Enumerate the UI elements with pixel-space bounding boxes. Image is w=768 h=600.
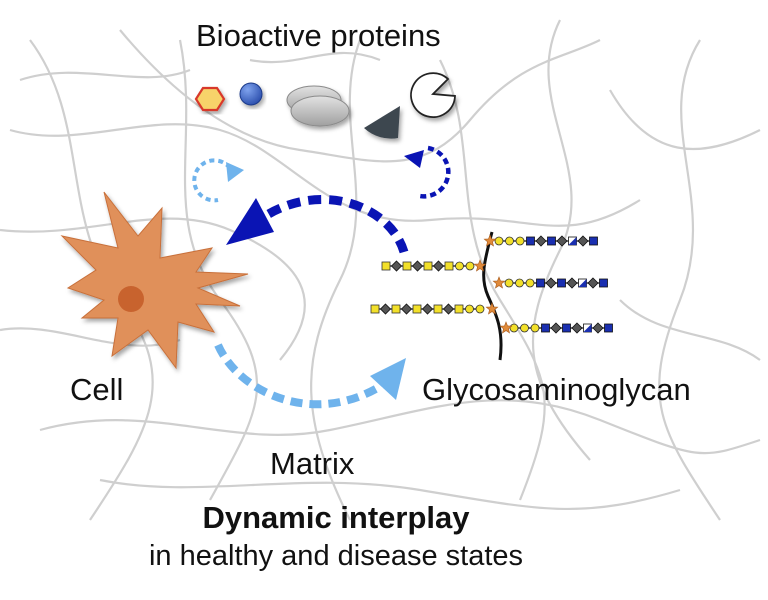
wedge-icon (364, 106, 400, 139)
label-bioactive-proteins: Bioactive proteins (196, 18, 441, 53)
sugar-square-blue (536, 278, 545, 288)
sugar-circle-yellow (520, 323, 529, 333)
sugar-diamond (421, 303, 434, 315)
sugar-diamond (411, 260, 424, 272)
cell-icon (60, 191, 249, 370)
sugar-square-yellow (412, 304, 422, 314)
sugar-square-half (578, 278, 587, 288)
sugar-square-blue (589, 236, 598, 246)
linker-star (499, 321, 513, 334)
pacman-icon (410, 72, 456, 118)
label-cell: Cell (70, 372, 124, 407)
sugar-square-yellow (402, 261, 412, 271)
sugar-square-blue (604, 323, 613, 333)
sugar-circle-yellow (465, 261, 475, 271)
title-dynamic-interplay: Dynamic interplay (202, 500, 470, 535)
sugar-square-blue (562, 323, 571, 333)
sugar-diamond (379, 303, 392, 315)
sugar-square-yellow (381, 261, 391, 271)
sugar-square-yellow (433, 304, 443, 314)
sugar-square-half (583, 323, 592, 333)
sugar-circle-yellow (505, 236, 514, 246)
hexagon-icon (194, 86, 226, 112)
light-blue-arrow (214, 343, 406, 409)
protein-row (194, 72, 456, 139)
sugar-diamond (400, 303, 413, 315)
sugar-circle-yellow (504, 278, 514, 288)
sugar-circle-yellow (530, 323, 540, 333)
sugar-diamond (535, 235, 547, 247)
sugar-square-yellow (454, 304, 464, 314)
sugar-square-yellow (444, 261, 454, 271)
cell-nucleus (118, 286, 144, 312)
label-glycosaminoglycan: Glycosaminoglycan (422, 372, 691, 407)
sugar-circle-yellow (515, 278, 524, 288)
sugar-diamond (390, 260, 403, 272)
label-matrix: Matrix (270, 446, 355, 481)
sugar-circle-yellow (515, 236, 525, 246)
matrix-fibers (0, 19, 761, 521)
linker-star (492, 276, 506, 289)
subtitle-healthy-disease: in healthy and disease states (148, 540, 524, 572)
core-protein (482, 231, 503, 361)
sphere-icon (239, 82, 263, 106)
linker-star (485, 302, 499, 315)
glycosaminoglycan-structure (370, 231, 613, 361)
sugar-circle-yellow (475, 304, 485, 314)
sugar-diamond (566, 277, 578, 289)
linker-star (473, 259, 487, 272)
sugar-circle-yellow (455, 261, 464, 271)
dark-circular-arrow (404, 145, 451, 199)
sugar-square-half (568, 236, 577, 246)
ellipse-icon (286, 85, 350, 127)
sugar-circle-yellow (525, 278, 535, 288)
sugar-square-blue (599, 278, 608, 288)
sugar-square-blue (541, 323, 550, 333)
sugar-chains (370, 234, 613, 334)
sugar-diamond (571, 322, 583, 334)
sugar-square-blue (547, 236, 556, 246)
dark-blue-arrow (226, 195, 409, 254)
sugar-diamond (545, 277, 557, 289)
linker-star (483, 234, 497, 247)
sugar-circle-yellow (494, 236, 504, 246)
sugar-square-blue (557, 278, 566, 288)
sugar-circle-yellow (509, 323, 519, 333)
sugar-diamond (432, 260, 445, 272)
sugar-square-yellow (391, 304, 401, 314)
sugar-diamond (577, 235, 589, 247)
sugar-diamond (587, 277, 599, 289)
sugar-diamond (442, 303, 455, 315)
sugar-square-yellow (423, 261, 433, 271)
sugar-circle-yellow (465, 304, 474, 314)
sugar-square-blue (526, 236, 535, 246)
sugar-square-yellow (370, 304, 380, 314)
sugar-diamond (556, 235, 568, 247)
sugar-diamond (550, 322, 562, 334)
sugar-diamond (592, 322, 604, 334)
light-circular-arrow (192, 158, 244, 203)
